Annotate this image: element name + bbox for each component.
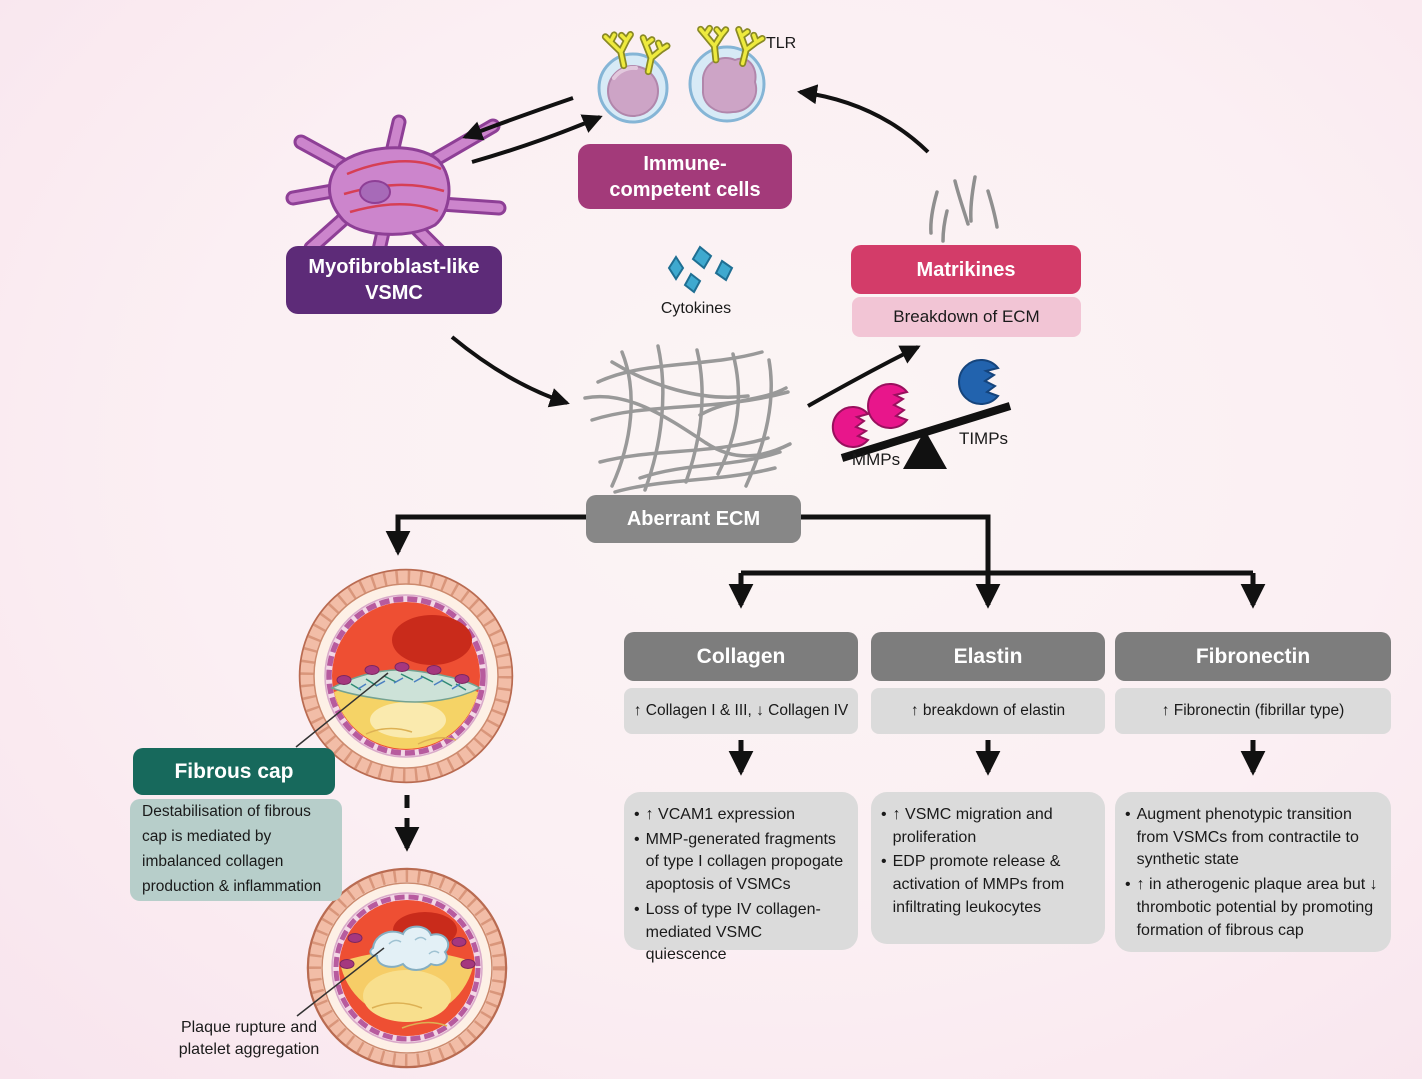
- myofibroblast-cell-icon: [285, 114, 507, 276]
- collagen-header-box: Collagen: [624, 632, 858, 681]
- elastin-header: Elastin: [953, 644, 1023, 668]
- plaque-rupture-label: Plaque rupture and platelet aggregation: [168, 1017, 330, 1060]
- elastin-header-box: Elastin: [871, 632, 1105, 681]
- bullet-item: •EDP promote release & activation of MMP…: [881, 853, 1065, 916]
- bullet-item: •Loss of type IV collagen-mediated VSMC …: [634, 900, 821, 964]
- cytokines-icon: [667, 245, 734, 294]
- pointer-plaque-rupture: [296, 947, 385, 1017]
- immune-competent-cells-box: Immune- competent cells: [578, 144, 792, 209]
- arrow-ecm-breakdown: [807, 345, 921, 408]
- breakdown-label: Breakdown of ECM: [893, 307, 1040, 326]
- tlr-receptor-icon: [601, 24, 766, 76]
- mmps-label: MMPs: [851, 450, 901, 469]
- fibrous-cap-title: Fibrous cap: [174, 759, 294, 783]
- collagen-subtitle: ↑ Collagen I & III, ↓ Collagen IV: [633, 702, 849, 719]
- collagen-subtitle-box: ↑ Collagen I & III, ↓ Collagen IV: [624, 688, 858, 734]
- bullet-item: •MMP-generated fragments of type I colla…: [634, 830, 844, 894]
- ecm-mesh-icon: [583, 344, 792, 494]
- fibronectin-header: Fibronectin: [1195, 644, 1311, 668]
- elastin-subtitle-box: ↑ breakdown of elastin: [871, 688, 1105, 734]
- mmp-icon: [831, 406, 870, 448]
- connector-aberrant-branches: [385, 514, 1266, 776]
- myofibroblast-vsmc-box: Myofibroblast-like VSMC: [286, 246, 502, 314]
- cytokines-label: Cytokines: [660, 300, 732, 317]
- matrikines-box: Matrikines: [851, 245, 1081, 294]
- timps-label: TIMPs: [958, 429, 1009, 448]
- elastin-subtitle: ↑ breakdown of elastin: [910, 702, 1066, 719]
- vsmc-box-line2: VSMC: [365, 282, 423, 304]
- fibronectin-subtitle: ↑ Fibronectin (fibrillar type): [1161, 702, 1345, 719]
- breakdown-ecm-box: Breakdown of ECM: [852, 297, 1081, 337]
- arrow-vsmc-ecm: [450, 335, 570, 408]
- fibrous-cap-box: Fibrous cap: [133, 748, 335, 795]
- destabilisation-box: Destabilisation of fibrous cap is mediat…: [130, 799, 342, 901]
- bullet-item: •Augment phenotypic transition from VSMC…: [1125, 806, 1359, 869]
- fibronectin-bullets-box: •Augment phenotypic transition from VSMC…: [1115, 792, 1391, 952]
- fibronectin-header-box: Fibronectin: [1115, 632, 1391, 681]
- vessel-cross-section-ruptured-icon: [306, 867, 508, 1069]
- aberrant-label: Aberrant ECM: [626, 508, 761, 530]
- arrow-vsmc-immune: [462, 96, 603, 164]
- matrikine-fragments-icon: [929, 175, 999, 243]
- plaque-label-line2: platelet aggregation: [178, 1040, 320, 1058]
- seesaw-icon: [831, 359, 1012, 469]
- immune-box-line2: competent cells: [609, 178, 761, 201]
- fibronectin-subtitle-box: ↑ Fibronectin (fibrillar type): [1115, 688, 1391, 734]
- aberrant-ecm-box: Aberrant ECM: [586, 495, 801, 543]
- destabilisation-text: Destabilisation of fibrous cap is mediat…: [142, 803, 322, 895]
- matrikines-label: Matrikines: [916, 258, 1016, 281]
- arrow-matrikines-immune: [797, 84, 930, 154]
- bullet-item: •↑ VSMC migration and proliferation: [881, 806, 1053, 846]
- plaque-label-line1: Plaque rupture and: [180, 1019, 318, 1036]
- immune-box-line1: Immune-: [643, 152, 727, 175]
- bullet-item: •↑ VCAM1 expression: [634, 806, 795, 823]
- pointer-fibrous-cap: [295, 672, 389, 748]
- mmp-icon: [867, 383, 909, 429]
- elastin-bullets-box: •↑ VSMC migration and proliferation •EDP …: [871, 792, 1105, 944]
- collagen-bullets-box: •↑ VCAM1 expression •MMP-generated fragme…: [624, 792, 858, 963]
- bullet-item: •↑ in atherogenic plaque area but ↓ thro…: [1125, 876, 1378, 939]
- timp-icon: [958, 359, 1000, 405]
- tlr-label: TLR: [766, 35, 797, 52]
- vessel-cross-section-stable-icon: [298, 568, 514, 784]
- vsmc-box-line1: Myofibroblast-like: [308, 256, 480, 278]
- collagen-header: Collagen: [696, 644, 786, 668]
